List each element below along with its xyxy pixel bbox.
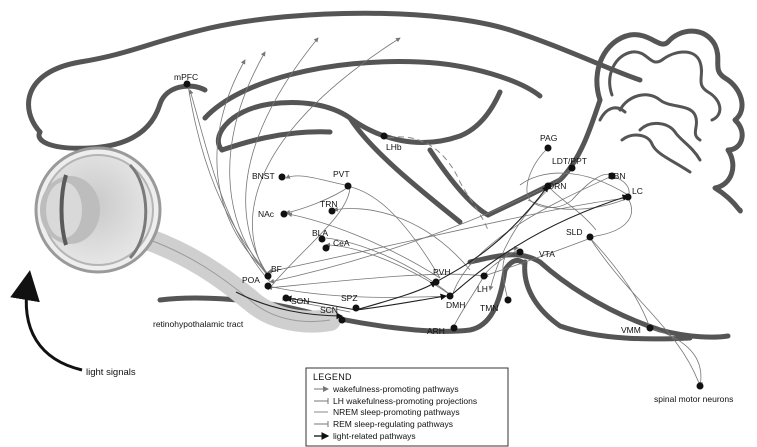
svg-text:PVT: PVT (333, 169, 350, 179)
svg-text:VTA: VTA (539, 249, 555, 259)
svg-text:TMN: TMN (480, 303, 498, 313)
node-PVT: PVT (333, 169, 352, 190)
svg-text:BF: BF (271, 264, 282, 274)
svg-text:NAc: NAc (258, 209, 275, 219)
node-SLD: SLD (566, 227, 594, 241)
svg-text:BLA: BLA (312, 228, 328, 238)
node-DMH: DMH (446, 292, 465, 310)
node-VMM: VMM (621, 324, 654, 335)
node-LDT-PPT: LDT/PPT (552, 156, 587, 172)
svg-text:REM sleep-regulating pathways: REM sleep-regulating pathways (333, 419, 453, 429)
svg-text:LDT/PPT: LDT/PPT (552, 156, 587, 166)
light-signals-label: light signals (86, 367, 136, 378)
legend: LEGEND wakefulness-promoting pathways LH… (305, 367, 509, 447)
legend-item-nrem: NREM sleep-promoting pathways (314, 407, 460, 417)
node-PAG: PAG (540, 133, 557, 152)
node-POA: POA (242, 275, 272, 290)
node-LHb: LHb (380, 132, 402, 152)
svg-text:CeA: CeA (333, 238, 350, 248)
node-VTA: VTA (516, 248, 555, 259)
rht-label: retinohypothalamic tract (153, 319, 244, 329)
node-SPZ: SPZ (341, 293, 360, 312)
svg-text:SLD: SLD (566, 227, 583, 237)
svg-text:mPFC: mPFC (174, 72, 198, 82)
node-SCN: SCN (320, 305, 346, 324)
svg-text:NREM sleep-promoting pathways: NREM sleep-promoting pathways (333, 407, 460, 417)
node-PBN: PBN (608, 171, 625, 181)
legend-item-rem: REM sleep-regulating pathways (314, 419, 453, 429)
node-mPFC: mPFC (174, 72, 198, 88)
node-DRN: DRN (544, 181, 566, 191)
legend-item-light: light-related pathways (314, 431, 416, 441)
svg-text:PVH: PVH (433, 267, 450, 277)
svg-text:LC: LC (632, 186, 643, 196)
svg-text:POA: POA (242, 275, 260, 285)
svg-text:DRN: DRN (548, 181, 566, 191)
svg-text:LHb: LHb (386, 142, 402, 152)
node-LC: LC (624, 186, 643, 201)
node-CeA: CeA (322, 238, 350, 252)
node-LH: LH (477, 272, 488, 294)
node-spinal: spinal motor neurons (654, 382, 733, 404)
svg-text:light-related pathways: light-related pathways (333, 431, 416, 441)
node-ARH: ARH (427, 324, 458, 336)
node-TMN: TMN (480, 296, 512, 313)
node-NAc: NAc (258, 209, 288, 219)
node-BLA: BLA (312, 228, 328, 243)
node-BNST: BNST (252, 171, 286, 181)
svg-text:DMH: DMH (446, 300, 465, 310)
node-BF: BF (264, 264, 282, 280)
node-PVH: PVH (432, 267, 450, 286)
pathways (10, 37, 704, 387)
svg-text:wakefulness-promoting pathways: wakefulness-promoting pathways (332, 384, 459, 394)
svg-text:PBN: PBN (608, 171, 625, 181)
node-SON: SON (282, 294, 309, 306)
svg-text:LH: LH (477, 284, 488, 294)
legend-title: LEGEND (313, 372, 352, 382)
legend-item-wake: wakefulness-promoting pathways (314, 384, 459, 394)
svg-text:SPZ: SPZ (341, 293, 358, 303)
svg-text:spinal motor neurons: spinal motor neurons (654, 394, 733, 404)
svg-text:ARH: ARH (427, 326, 445, 336)
cerebellum (594, 28, 745, 214)
svg-text:SON: SON (291, 296, 309, 306)
eye (34, 146, 341, 333)
node-TRN: TRN (320, 199, 337, 215)
svg-text:PAG: PAG (540, 133, 557, 143)
svg-text:LH wakefulness-promoting proje: LH wakefulness-promoting projections (333, 396, 477, 406)
svg-text:TRN: TRN (320, 199, 337, 209)
svg-text:SCN: SCN (320, 305, 338, 315)
svg-text:VMM: VMM (621, 325, 641, 335)
legend-item-lh: LH wakefulness-promoting projections (314, 396, 477, 406)
svg-text:BNST: BNST (252, 171, 275, 181)
